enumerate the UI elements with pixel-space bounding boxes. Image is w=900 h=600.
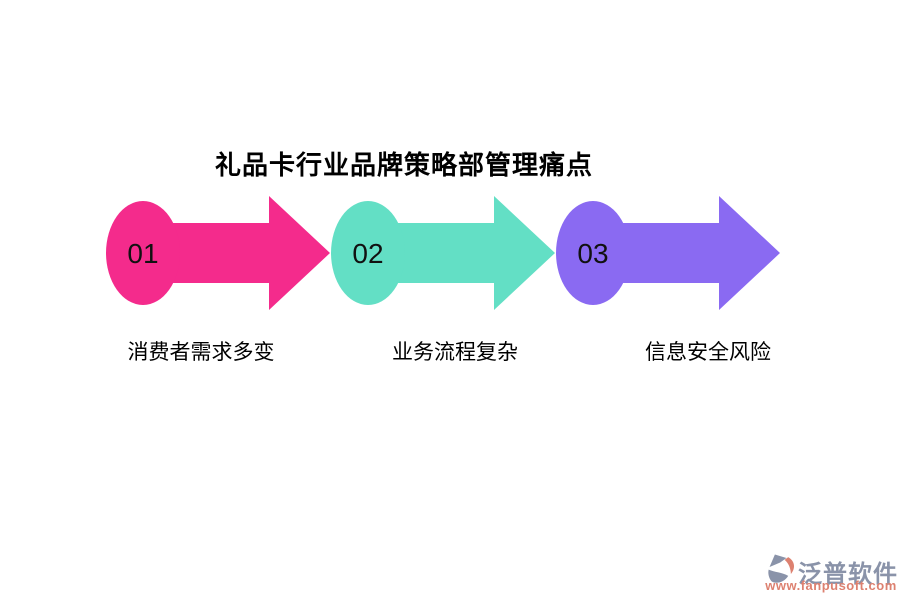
watermark-url: www.fanpusoft.com — [765, 578, 897, 593]
fanpu-logo-icon — [768, 554, 795, 583]
step-ellipse-2 — [331, 201, 405, 305]
step-label-2: 业务流程复杂 — [392, 341, 518, 364]
step-number-1: 01 — [127, 238, 158, 269]
step-number-3: 03 — [577, 238, 608, 269]
step-label-3: 信息安全风险 — [645, 341, 771, 364]
logo-bottom-piece — [768, 569, 789, 583]
step-arrow-1: 01 — [106, 196, 330, 310]
step-label-1: 消费者需求多变 — [127, 341, 275, 364]
logo-top-piece — [769, 554, 787, 567]
step-ellipse-3 — [556, 201, 630, 305]
page-title: 礼品卡行业品牌策略部管理痛点 — [214, 150, 593, 180]
arrow-right-shape-3 — [593, 196, 780, 310]
step-arrow-2: 02 — [331, 196, 555, 310]
logo-crescent-piece — [784, 557, 795, 575]
watermark-brand: 泛普软件 — [798, 561, 898, 588]
step-arrow-3: 03 — [556, 196, 780, 310]
arrow-right-shape-2 — [368, 196, 555, 310]
step-number-2: 02 — [352, 238, 383, 269]
watermark: 泛普软件 www.fanpusoft.com — [760, 550, 900, 596]
arrow-right-shape-1 — [143, 196, 330, 310]
step-ellipse-1 — [106, 201, 180, 305]
